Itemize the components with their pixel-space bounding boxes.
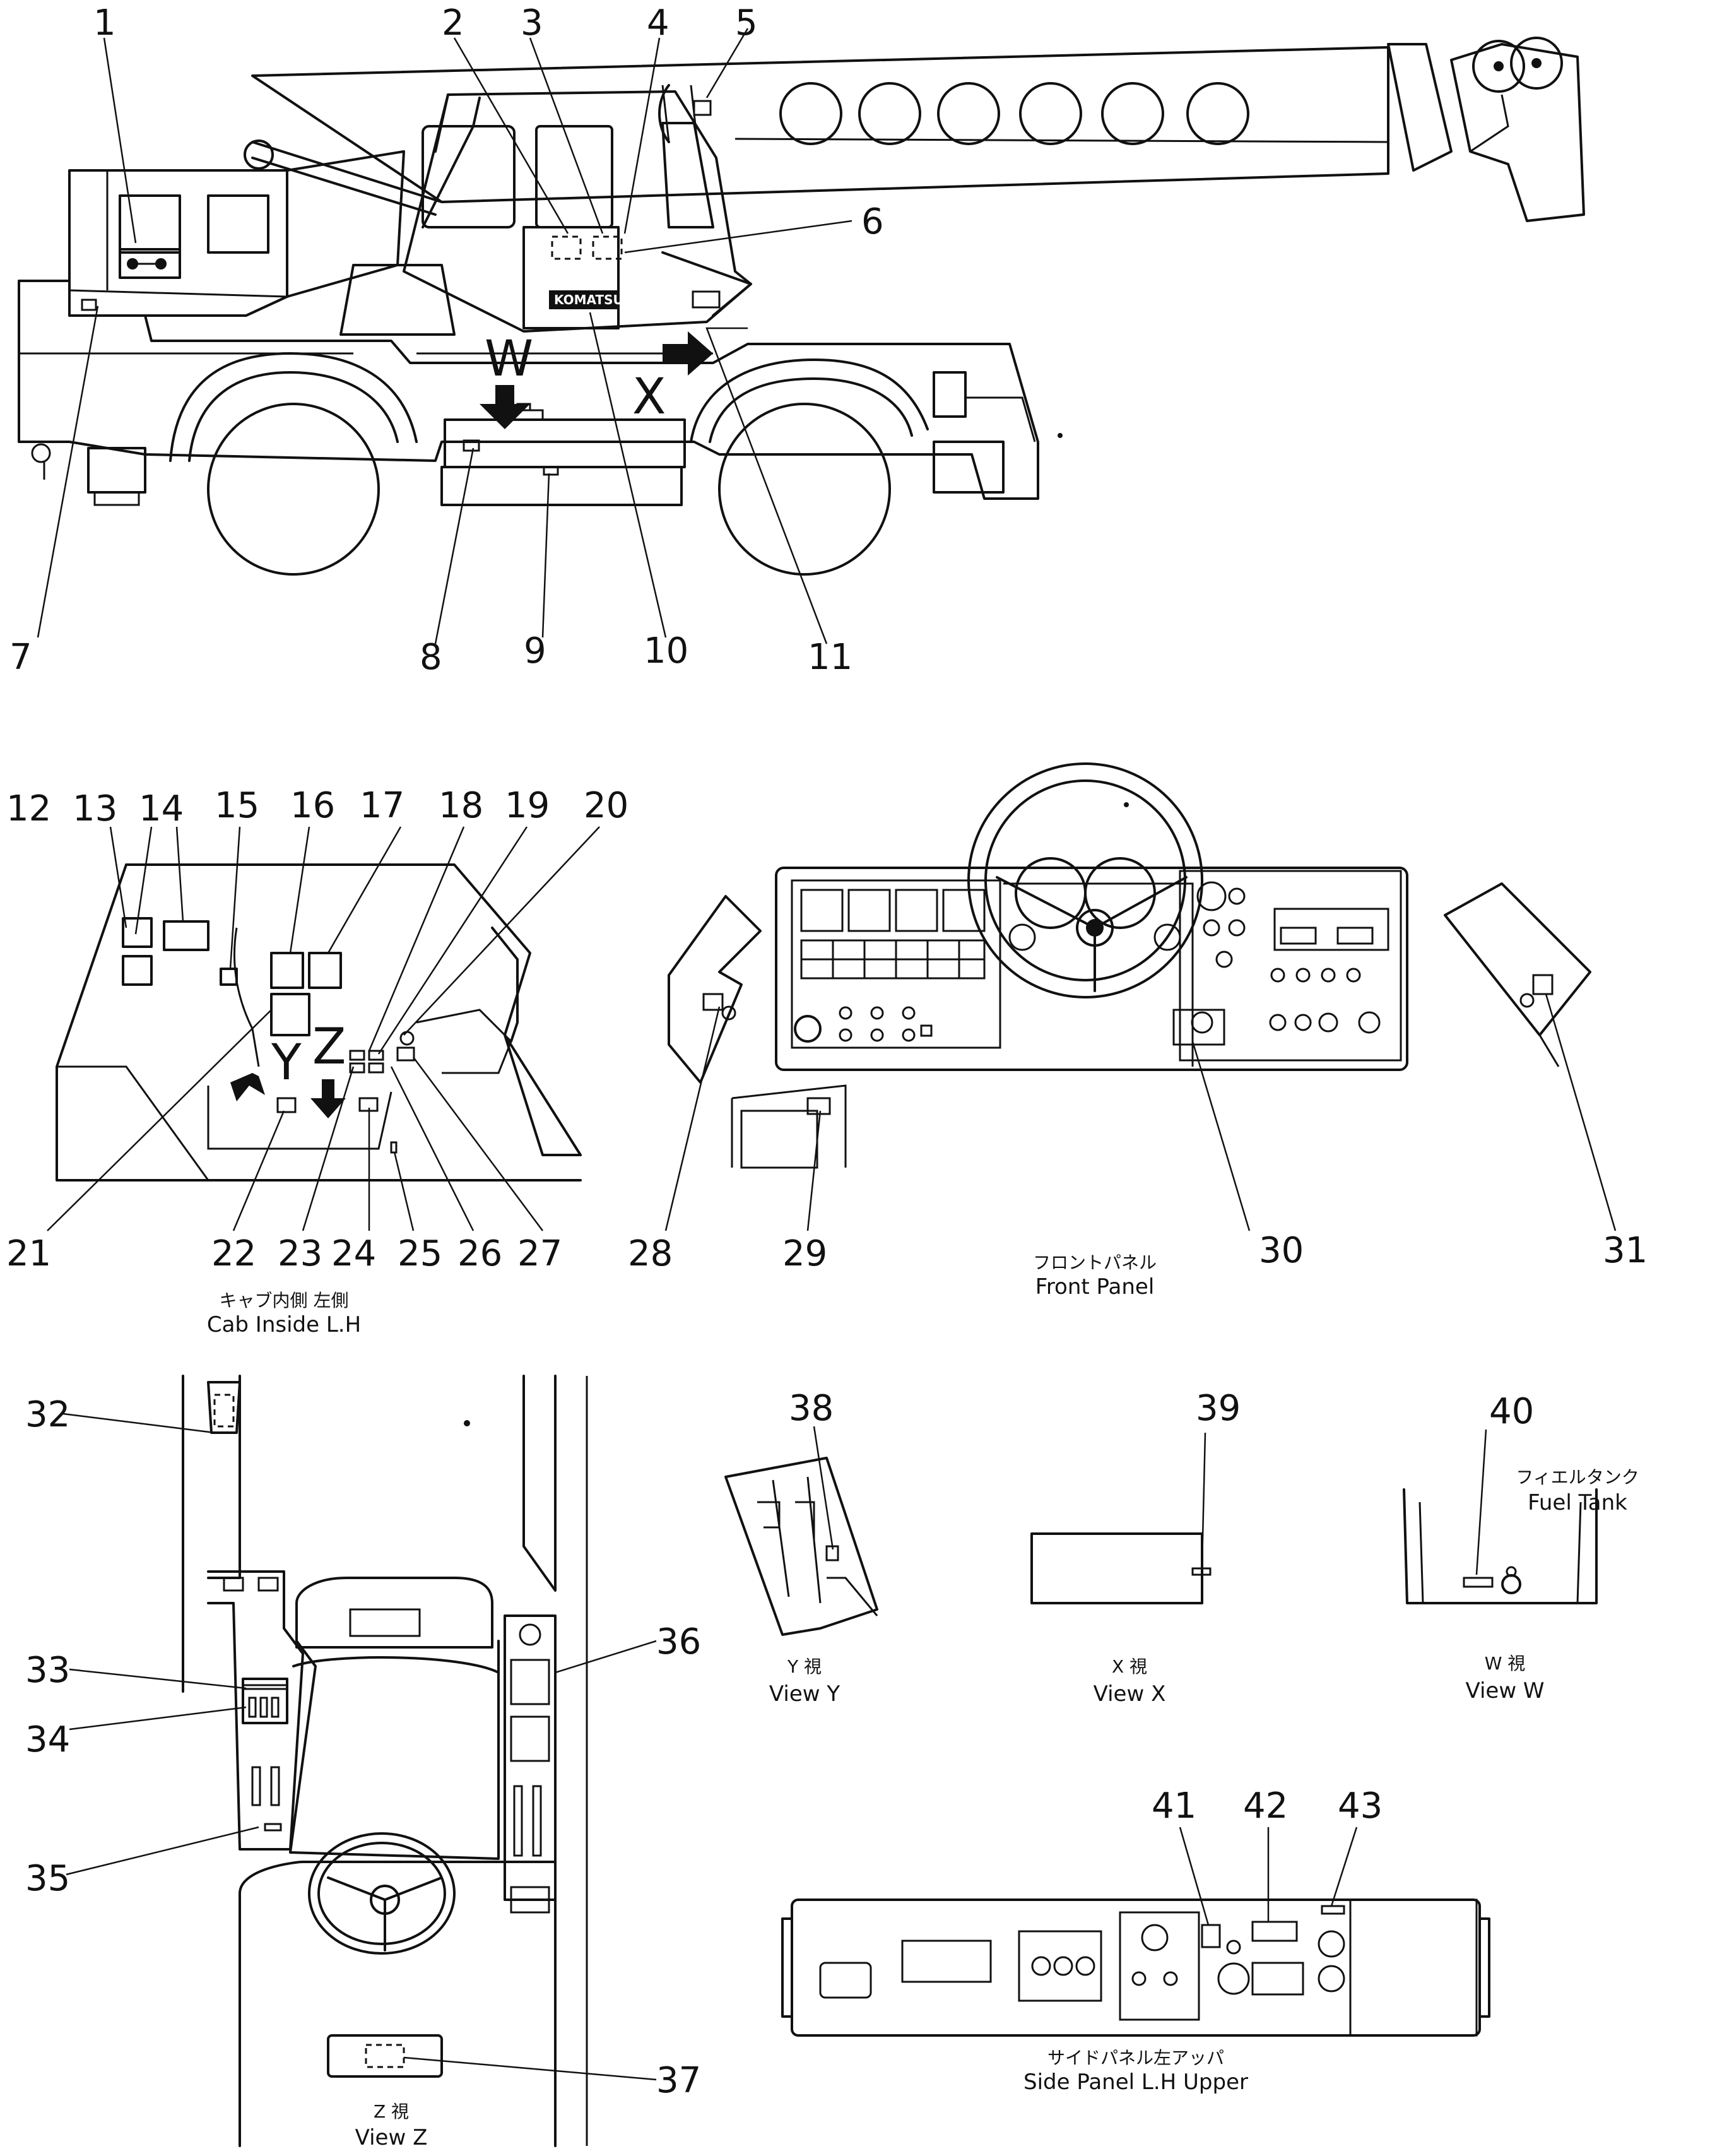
front-panel-view [664, 762, 1617, 1231]
callout-18: 18 [439, 785, 483, 826]
callout-14: 14 [139, 788, 184, 829]
callout-35: 35 [25, 1858, 70, 1899]
callout-10: 10 [644, 631, 688, 672]
caption-side-panel-en: Side Panel L.H Upper [1023, 2070, 1248, 2095]
caption-view-z-jp: Z 視 [374, 2101, 409, 2122]
callout-13: 13 [73, 788, 117, 829]
callout-9: 9 [524, 631, 546, 672]
view-letter-z: Z [312, 1019, 346, 1075]
caption-front-panel-jp: フロントパネル [1033, 1252, 1157, 1273]
caption-view-x-en: View X [1094, 1681, 1166, 1707]
caption-view-x-jp: X 視 [1112, 1656, 1147, 1677]
callout-5: 5 [735, 3, 758, 44]
brand-plate: KOMATSU [554, 292, 623, 307]
callout-25: 25 [398, 1233, 442, 1274]
callout-36: 36 [656, 1621, 701, 1662]
callout-43: 43 [1338, 1786, 1383, 1827]
caption-side-panel-jp: サイドパネル左アッパ [1047, 2047, 1224, 2068]
callout-33: 33 [25, 1650, 70, 1691]
callout-42: 42 [1243, 1786, 1288, 1827]
view-y [724, 1426, 878, 1636]
captions: キャブ内側 左側 Cab Inside L.H フロントパネル Front Pa… [207, 1252, 1639, 2150]
callout-20: 20 [584, 785, 628, 826]
caption-view-z-en: View Z [355, 2125, 428, 2150]
callout-32: 32 [25, 1394, 70, 1435]
callout-22: 22 [211, 1233, 256, 1274]
callout-27: 27 [517, 1233, 562, 1274]
callout-7: 7 [9, 637, 32, 678]
view-x [1030, 1432, 1212, 1604]
callout-3: 3 [521, 3, 543, 44]
callout-8: 8 [420, 637, 442, 678]
callout-30: 30 [1259, 1230, 1304, 1271]
callout-23: 23 [278, 1233, 322, 1274]
view-letter-w: W [485, 331, 533, 388]
caption-fuel-tank-jp: フィエルタンク [1516, 1467, 1639, 1488]
crane-side-view: KOMATSU W X [18, 28, 1585, 644]
callout-29: 29 [782, 1233, 827, 1274]
caption-cab-inside-jp: キャブ内側 左側 [220, 1290, 349, 1311]
callout-40: 40 [1489, 1391, 1534, 1432]
callout-41: 41 [1152, 1786, 1196, 1827]
callout-6: 6 [861, 201, 884, 242]
caption-view-y-jp: Y 視 [787, 1656, 822, 1677]
view-letter-y: Y [271, 1034, 302, 1091]
callout-numbers: 1 2 3 4 5 6 7 8 9 10 11 12 13 14 15 16 1… [6, 3, 1648, 2101]
callout-34: 34 [25, 1719, 70, 1760]
view-letter-x: X [632, 369, 666, 425]
caption-front-panel-en: Front Panel [1035, 1274, 1155, 1300]
callout-4: 4 [647, 3, 669, 44]
caption-cab-inside-en: Cab Inside L.H [207, 1312, 361, 1337]
view-w [1403, 1429, 1598, 1604]
callout-28: 28 [628, 1233, 673, 1274]
caption-view-y-en: View Y [769, 1681, 840, 1707]
callout-1: 1 [93, 3, 116, 44]
callout-15: 15 [215, 785, 259, 826]
side-panel-lh-upper [781, 1827, 1490, 2037]
callout-12: 12 [6, 788, 51, 829]
callout-37: 37 [656, 2060, 701, 2101]
callout-39: 39 [1196, 1388, 1241, 1429]
callout-19: 19 [505, 785, 550, 826]
callout-38: 38 [789, 1388, 834, 1429]
callout-17: 17 [360, 785, 404, 826]
caption-view-w-jp: W 視 [1485, 1653, 1526, 1674]
callout-21: 21 [6, 1233, 51, 1274]
callout-31: 31 [1603, 1230, 1648, 1271]
caption-fuel-tank-en: Fuel Tank [1528, 1490, 1627, 1515]
callout-16: 16 [290, 785, 335, 826]
callout-24: 24 [331, 1233, 376, 1274]
callout-11: 11 [808, 637, 852, 678]
cab-inside-lh-view: Y Z [47, 826, 600, 1231]
callout-2: 2 [442, 3, 464, 44]
caption-view-w-en: View W [1465, 1678, 1544, 1703]
view-z [62, 1375, 657, 2147]
callout-26: 26 [457, 1233, 502, 1274]
